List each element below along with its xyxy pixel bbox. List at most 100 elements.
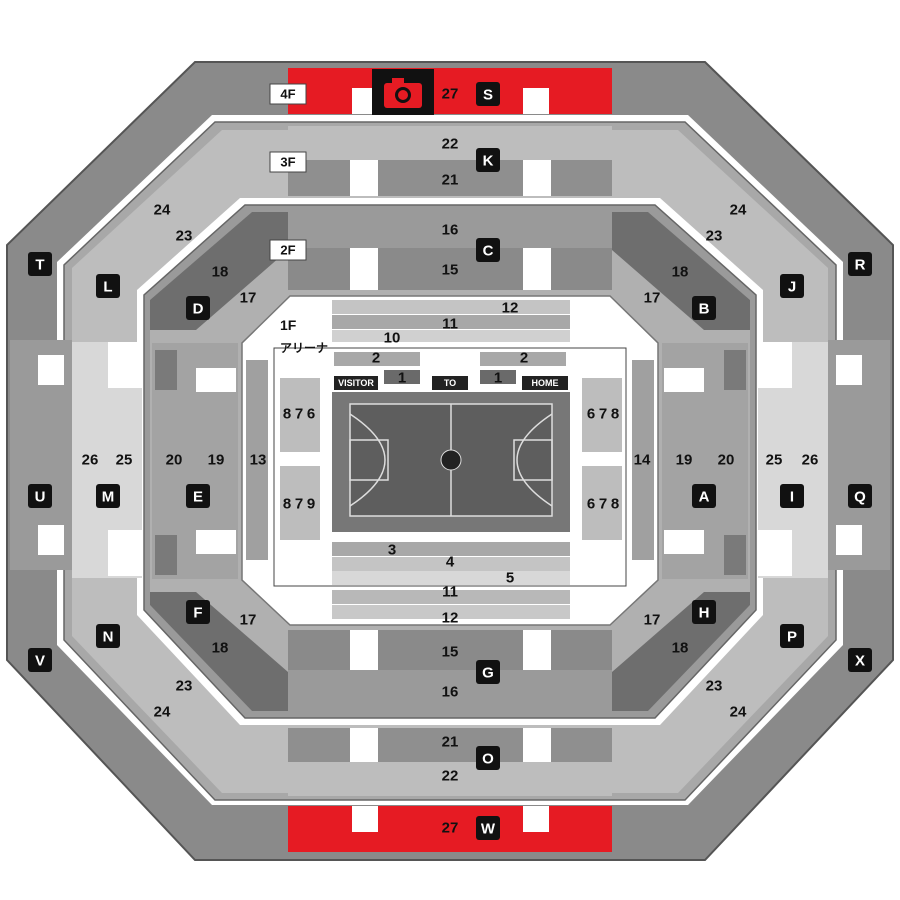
gap-o-l	[350, 728, 378, 762]
section-label-b[interactable]: B	[699, 301, 710, 318]
center-circle	[440, 449, 462, 471]
section-label-r[interactable]: R	[855, 257, 866, 274]
row-1-right	[480, 370, 516, 384]
row-number-14: 2	[520, 350, 528, 367]
section-label-w[interactable]: W	[481, 821, 496, 838]
section-badge-t[interactable]	[28, 252, 52, 276]
side-seats-r-bot	[582, 466, 622, 540]
row-number-63: 8	[611, 496, 619, 513]
gap-k-r	[523, 160, 551, 196]
section-label-s[interactable]: S	[483, 87, 493, 104]
section-label-c[interactable]: C	[483, 243, 494, 260]
row-number-31: 23	[176, 678, 193, 695]
section-label-f[interactable]: F	[193, 605, 202, 622]
section-label-i[interactable]: I	[790, 489, 794, 506]
row-number-26: 24	[730, 202, 747, 219]
section-badge-m[interactable]	[96, 484, 120, 508]
section-label-x[interactable]: X	[855, 653, 865, 670]
arena-box	[273, 347, 627, 587]
row-number-4: 15	[442, 262, 459, 279]
section-label-p[interactable]: P	[787, 629, 797, 646]
section-label-j[interactable]: J	[788, 279, 796, 296]
section-label-o[interactable]: O	[482, 751, 494, 768]
section-label-v[interactable]: V	[35, 653, 45, 670]
section-badge-f[interactable]	[186, 600, 210, 624]
row-number-16: 1	[494, 370, 502, 387]
section-badge-h[interactable]	[692, 600, 716, 624]
floor-3f-label: 3F	[280, 155, 295, 170]
section-label-u[interactable]: U	[35, 489, 46, 506]
home-label: HOME	[532, 378, 559, 388]
section-badge-s[interactable]	[476, 82, 500, 106]
arc-left	[349, 413, 386, 507]
section-badge-n[interactable]	[96, 624, 120, 648]
section-badge-c[interactable]	[476, 238, 500, 262]
section-label-g[interactable]: G	[482, 665, 494, 682]
row-number-55: 8	[283, 496, 291, 513]
row-number-60: 8	[611, 406, 619, 423]
row-number-58: 6	[587, 406, 595, 423]
row-3	[332, 542, 570, 556]
row-number-0: 27	[442, 86, 459, 103]
row-5	[332, 571, 570, 585]
section-label-h[interactable]: H	[699, 605, 710, 622]
section-label-n[interactable]: N	[103, 629, 114, 646]
bench-visitor	[334, 376, 378, 390]
gap-bot-r	[523, 806, 549, 832]
gap-g-l	[350, 630, 378, 670]
row-number-59: 7	[599, 406, 607, 423]
section-badge-q[interactable]	[848, 484, 872, 508]
floor-4f-box	[269, 83, 307, 105]
row-number-9: 15	[442, 644, 459, 661]
visitor-label: VISITOR	[338, 378, 374, 388]
row-number-57: 9	[307, 496, 315, 513]
section-badge-j[interactable]	[780, 274, 804, 298]
row-number-46: 19	[676, 452, 693, 469]
section-badge-g[interactable]	[476, 660, 500, 684]
section-label-q[interactable]: Q	[854, 489, 866, 506]
row-12-top	[332, 300, 570, 314]
section-badge-i[interactable]	[780, 484, 804, 508]
section-label-d[interactable]: D	[193, 301, 204, 318]
row-number-36: 18	[672, 640, 689, 657]
gap-e-b	[196, 530, 236, 554]
row-number-12: 10	[384, 330, 401, 347]
row-number-25: 17	[240, 290, 257, 307]
section-badge-v[interactable]	[28, 648, 52, 672]
gap-c-l	[350, 248, 378, 290]
section-badge-k[interactable]	[476, 148, 500, 172]
section-label-l[interactable]: L	[103, 279, 112, 296]
section-badge-d[interactable]	[186, 296, 210, 320]
section-label-t[interactable]: T	[35, 257, 44, 274]
row-number-41: 19	[208, 452, 225, 469]
section-badge-e[interactable]	[186, 484, 210, 508]
row-number-22: 24	[154, 202, 171, 219]
to-label: TO	[444, 378, 456, 388]
red-block-top	[288, 68, 612, 114]
gap-m-a	[108, 342, 142, 388]
section-label-a[interactable]: A	[699, 489, 710, 506]
gap-bot-l	[352, 806, 378, 832]
row-2-left	[334, 352, 420, 366]
section-label-e[interactable]: E	[193, 489, 203, 506]
section-badge-o[interactable]	[476, 746, 500, 770]
gap-e-a	[196, 368, 236, 392]
row-number-34: 24	[730, 704, 747, 721]
section-badge-a[interactable]	[692, 484, 716, 508]
section-badge-r[interactable]	[848, 252, 872, 276]
section-badge-l[interactable]	[96, 274, 120, 298]
section-badge-u[interactable]	[28, 484, 52, 508]
section-badge-w[interactable]	[476, 816, 500, 840]
section-label-m[interactable]: M	[102, 489, 115, 506]
section-badge-p[interactable]	[780, 624, 804, 648]
row-number-42: 13	[250, 452, 267, 469]
section-badge-x[interactable]	[848, 648, 872, 672]
row-28-lb	[155, 535, 177, 575]
gap-right-a	[836, 355, 862, 385]
section-badge-b[interactable]	[692, 296, 716, 320]
band-c-top	[288, 210, 612, 248]
section-label-k[interactable]: K	[483, 153, 494, 170]
row-number-15: 1	[398, 370, 406, 387]
floor-3f-box	[269, 151, 307, 173]
band-o-bot	[288, 762, 612, 796]
